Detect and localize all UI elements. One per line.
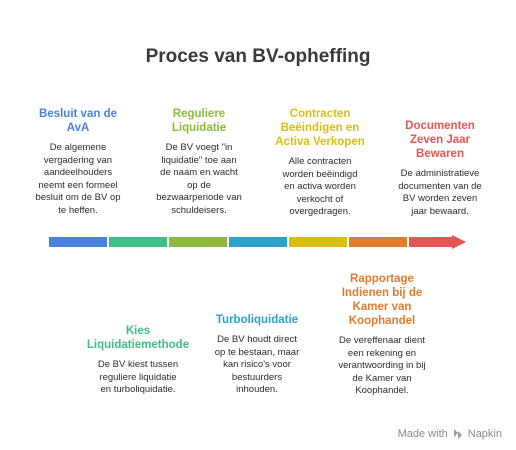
step-desc-line: De BV houdt direct: [217, 334, 297, 345]
step-desc-line: verantwoording in bij: [338, 360, 426, 371]
step-desc-line: Alle contracten: [288, 156, 352, 167]
step-heading-line: Kamer van: [352, 301, 412, 313]
step-turboliquidatie: Turboliquidatie De BV houdt direct op te…: [202, 313, 312, 397]
step-contracten-beeindigen: Contracten Beëindigen en Activa Verkopen…: [264, 107, 376, 219]
step-desc-line: reguliere liquidatie: [99, 371, 177, 383]
made-with-label: Made with: [397, 428, 448, 440]
step-desc-line: en activa worden: [284, 181, 356, 192]
timeline-segment: [229, 237, 287, 247]
timeline-segment: [349, 237, 407, 247]
step-heading: Contracten Beëindigen en Activa Verkopen: [264, 107, 376, 149]
step-heading: Documenten Zeven Jaar Bewaren: [385, 119, 495, 161]
step-heading-line: Zeven Jaar: [409, 134, 471, 146]
step-kies-liquidatiemethode: Kies Liquidatiemethode De BV kiest tusse…: [82, 324, 194, 397]
step-description: De BV voegt "in liquidatie" toe aan de n…: [144, 142, 254, 217]
step-heading-line: Rapportage: [350, 273, 414, 285]
step-desc-line: De BV voegt "in: [165, 142, 233, 153]
step-heading: Besluit van de AvA: [32, 107, 124, 135]
step-description: De BV houdt direct op te bestaan, maar k…: [202, 334, 312, 397]
step-description: Alle contracten worden beëindigd en acti…: [264, 156, 376, 219]
step-desc-line: neemt een formeel: [38, 179, 118, 191]
step-desc-line: een rekening en: [347, 347, 417, 359]
step-heading-line: Indienen bij de: [341, 287, 423, 299]
page-title: Proces van BV-opheffing: [145, 46, 371, 67]
step-desc-line: aandeelhouders: [43, 167, 113, 178]
timeline-segment: [169, 237, 227, 247]
step-heading-line: Koophandel: [348, 315, 416, 327]
step-desc-line: bestuurders: [231, 371, 283, 383]
napkin-logo-icon: [452, 428, 464, 440]
timeline-segment: [49, 237, 107, 247]
step-heading-line: Activa Verkopen: [275, 136, 365, 148]
step-desc-line: te heffen.: [58, 204, 98, 216]
timeline-segment: [109, 237, 167, 247]
step-desc-line: op de: [187, 179, 211, 191]
step-desc-line: vergadering van: [43, 154, 113, 166]
step-heading-line: Besluit van de: [39, 108, 117, 120]
step-desc-line: schuldeisers.: [171, 204, 227, 216]
step-desc-line: documenten van de: [398, 180, 482, 192]
step-desc-line: overgedragen.: [289, 206, 351, 217]
step-documenten-bewaren: Documenten Zeven Jaar Bewaren De adminis…: [385, 119, 495, 218]
step-description: De BV kiest tussen reguliere liquidatie …: [82, 359, 194, 397]
step-description: De administratieve documenten van de BV …: [385, 168, 495, 218]
step-heading-line: Kies: [125, 325, 151, 337]
timeline-segment: [409, 237, 453, 247]
step-desc-line: de Kamer van: [352, 372, 412, 384]
step-heading: Rapportage Indienen bij de Kamer van Koo…: [324, 272, 440, 328]
step-desc-line: jaar bewaard.: [411, 205, 469, 217]
step-heading-line: AvA: [66, 122, 90, 134]
timeline-segment: [289, 237, 347, 247]
step-description: De vereffenaar dient een rekening en ver…: [324, 335, 440, 398]
step-heading: Reguliere Liquidatie: [144, 107, 254, 135]
step-heading-line: Reguliere: [172, 108, 226, 120]
step-heading-line: Liquidatie: [171, 122, 227, 134]
step-desc-line: besluit om de BV op: [35, 192, 121, 203]
step-reguliere-liquidatie: Reguliere Liquidatie De BV voegt "in liq…: [144, 107, 254, 217]
step-desc-line: Koophandel.: [355, 385, 409, 396]
step-heading-line: Beëindigen en: [280, 122, 360, 134]
step-heading-line: Contracten: [289, 108, 351, 120]
step-desc-line: inhouden.: [236, 384, 278, 395]
step-desc-line: op te bestaan, maar: [214, 346, 300, 358]
step-besluit-ava: Besluit van de AvA De algemene vergaderi…: [32, 107, 124, 217]
step-desc-line: BV worden zeven: [402, 193, 478, 204]
step-heading-line: Bewaren: [416, 148, 464, 160]
step-heading: Turboliquidatie: [202, 313, 312, 327]
step-desc-line: kan risico's voor: [223, 359, 291, 370]
step-desc-line: verkocht of: [296, 193, 344, 205]
step-desc-line: worden beëindigd: [282, 168, 358, 180]
step-heading-line: Liquidatiemethode: [86, 339, 190, 351]
made-with-napkin: Made with Napkin: [398, 428, 502, 440]
step-heading-line: Documenten: [405, 120, 475, 132]
step-desc-line: De algemene: [49, 142, 107, 153]
timeline-arrowhead: [452, 235, 466, 249]
napkin-name: Napkin: [467, 428, 502, 440]
step-rapportage-indienen: Rapportage Indienen bij de Kamer van Koo…: [324, 272, 440, 398]
step-desc-line: liquidatie" toe aan: [161, 154, 237, 166]
step-heading-line: Turboliquidatie: [215, 314, 299, 326]
step-heading: Kies Liquidatiemethode: [82, 324, 194, 352]
step-desc-line: De vereffenaar dient: [339, 335, 425, 346]
step-desc-line: De administratieve: [400, 168, 480, 179]
step-desc-line: De BV kiest tussen: [97, 359, 179, 370]
step-description: De algemene vergadering van aandeelhoude…: [32, 142, 124, 217]
step-desc-line: de naam en wacht: [160, 167, 238, 178]
step-desc-line: en turboliquidatie.: [100, 384, 176, 395]
step-desc-line: bezwaarperiode van: [156, 192, 242, 203]
